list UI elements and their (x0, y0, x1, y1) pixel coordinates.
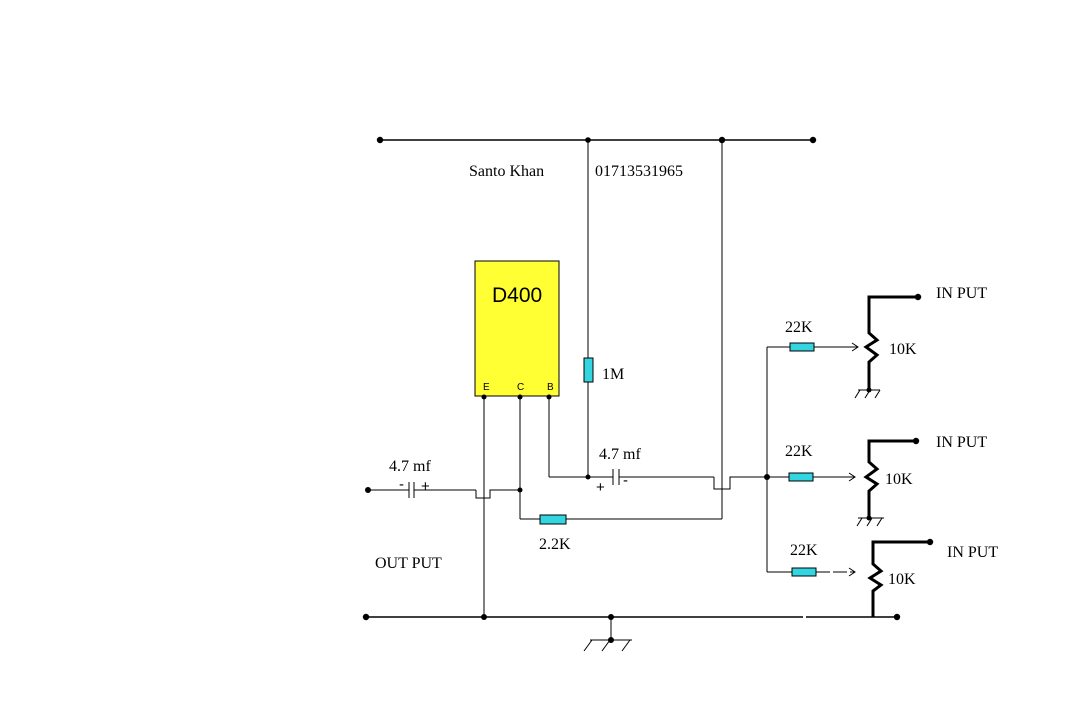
resistor-2-2k-label: 2.2K (539, 536, 571, 553)
resistor-1m (583, 357, 594, 383)
input-cap-plus: + (596, 479, 605, 496)
output-cap-label: 4.7 mf (389, 458, 431, 475)
resistor-22k-3 (791, 567, 817, 577)
junction-dot (517, 487, 523, 493)
pot-1-label: 10K (889, 341, 917, 358)
resistor-22k-2 (788, 472, 814, 482)
junction-dot (481, 614, 487, 620)
output-cap-plus: + (421, 478, 430, 495)
output-section: 4.7 mf - + OUT PUT (365, 458, 523, 572)
rail-terminal-left (376, 136, 384, 144)
input-terminal-3 (926, 538, 934, 546)
input-1-label: IN PUT (936, 285, 987, 302)
rail-terminal-right (809, 136, 817, 144)
resistor-22k-3-label: 22K (790, 542, 818, 559)
input-channel-1: 22K 10K IN PUT (767, 285, 987, 399)
ground-icon (583, 639, 632, 652)
potentiometer-1 (863, 295, 918, 390)
wire-crossover (713, 476, 767, 490)
resistor-2-2k (539, 514, 567, 525)
author-name: Santo Khan (469, 163, 544, 180)
potentiometer-2 (863, 439, 916, 518)
ground-rail (362, 613, 901, 652)
pin-label-base: B (547, 382, 554, 393)
junction-dot (585, 474, 591, 480)
author-phone: 01713531965 (595, 163, 683, 180)
top-rail (376, 136, 817, 144)
input-cap-minus: - (623, 472, 628, 489)
potentiometer-3 (867, 540, 930, 617)
input-3-label: IN PUT (947, 544, 998, 561)
arrow-icon (848, 472, 856, 482)
transistor-body (474, 260, 560, 397)
resistor-22k-1-label: 22K (785, 319, 813, 336)
pin-label-collector: C (517, 382, 524, 393)
input-terminal-1 (914, 293, 922, 301)
ground-icon (854, 389, 881, 399)
input-channel-3: 22K 10K IN PUT (767, 538, 998, 617)
input-2-label: IN PUT (936, 434, 987, 451)
input-terminal-2 (912, 437, 920, 445)
resistor-22k-1 (789, 342, 815, 352)
input-channel-2: 22K 10K IN PUT (767, 434, 987, 527)
output-cap-minus: - (399, 476, 404, 493)
arrow-icon (848, 567, 856, 577)
bias-resistor-branch: 1M (583, 140, 624, 477)
pot-2-label: 10K (885, 471, 913, 488)
input-cap-label: 4.7 mf (599, 446, 641, 463)
resistor-22k-2-label: 22K (785, 443, 813, 460)
output-label: OUT PUT (375, 555, 442, 572)
mixing-bus (764, 347, 770, 572)
collector-feedback-wire: 2.2K (519, 140, 723, 553)
wire-crossover (475, 489, 520, 499)
pin-label-emitter: E (483, 382, 490, 393)
transistor-label: D400 (492, 284, 542, 307)
rail-terminal-left (362, 613, 370, 621)
rail-terminal-right (893, 613, 901, 621)
pot-3-label: 10K (888, 571, 916, 588)
transistor-d400: D400 E C B (474, 260, 560, 400)
base-input-section: 4.7 mf + - (548, 397, 767, 496)
arrow-icon (851, 342, 859, 352)
resistor-1m-label: 1M (602, 366, 624, 383)
ground-icon (856, 517, 884, 527)
